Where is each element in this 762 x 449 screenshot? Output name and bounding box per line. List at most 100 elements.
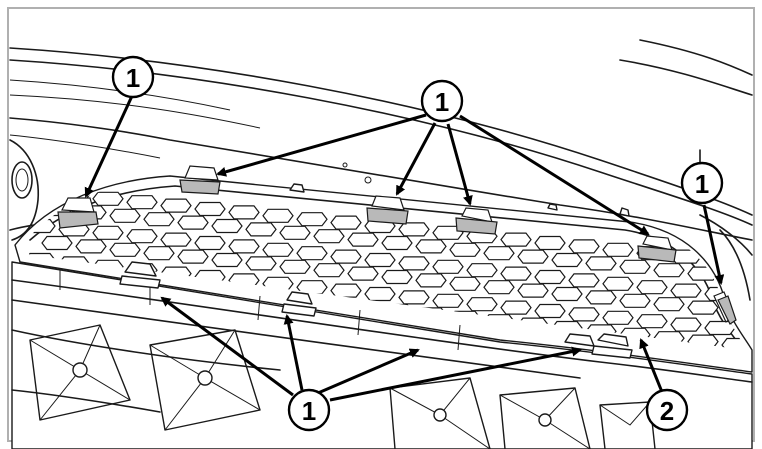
- mesh-cell: [738, 290, 745, 305]
- callout-label: 1: [695, 169, 709, 199]
- callout-1-lower: 1: [287, 388, 331, 432]
- mesh-cell: [483, 246, 515, 261]
- mesh-cell: [194, 235, 226, 251]
- mesh-cell: [143, 212, 175, 227]
- clip-bottom-1: [124, 261, 157, 277]
- mesh-cell: [75, 239, 107, 254]
- tab-small-2: [547, 203, 558, 211]
- mesh-cell: [381, 235, 413, 251]
- leader-lines: [84, 95, 725, 402]
- leader-c4-c: [317, 348, 420, 395]
- mesh-cell: [41, 235, 73, 251]
- tab-small-1: [289, 183, 305, 193]
- mesh-cell: [602, 276, 634, 291]
- mesh-cell: [602, 310, 634, 325]
- clip-top-3: [366, 195, 409, 225]
- mesh-cell: [330, 249, 362, 264]
- clip-top-1: [57, 197, 99, 229]
- clip-bottom-1b: [119, 275, 161, 289]
- clip-bottom-3: [564, 333, 595, 347]
- mesh-cell: [143, 246, 175, 261]
- mesh-cell: [636, 280, 668, 295]
- mesh-cell: [330, 283, 362, 298]
- mesh-cell: [432, 259, 464, 274]
- mesh-cell: [568, 239, 600, 254]
- mesh-cell: [211, 218, 243, 234]
- mesh-cell: [449, 276, 481, 291]
- mesh-cell: [466, 297, 498, 312]
- mesh-cell: [551, 286, 583, 302]
- clip-right-side: [713, 291, 737, 325]
- mesh-cell: [756, 308, 762, 321]
- mesh-cell: [211, 252, 243, 268]
- mesh-cell: [262, 208, 294, 223]
- mesh-cell: [500, 266, 532, 281]
- mesh-cell: [313, 263, 345, 278]
- mesh-cell: [313, 229, 345, 244]
- mesh-cell: [756, 376, 762, 389]
- clip-top-4: [455, 207, 498, 235]
- mesh-cell: [126, 229, 158, 244]
- callout-2-grille: 2: [645, 388, 689, 432]
- callout-1-upper-left: 1: [111, 55, 155, 99]
- mesh-cell: [245, 256, 277, 271]
- mesh-cell: [177, 249, 209, 264]
- mesh-cell: [347, 266, 379, 281]
- mesh-cell: [756, 444, 762, 449]
- mesh-cell: [126, 195, 158, 210]
- leader-c2-a: [216, 113, 427, 177]
- clip-bottom-4: [597, 333, 629, 347]
- leader-c2-b: [395, 122, 437, 196]
- mesh-cell: [177, 215, 209, 230]
- mesh-cell: [721, 269, 745, 285]
- mesh-cell: [585, 256, 617, 271]
- leader-c1: [84, 95, 134, 198]
- lower-fascia: [11, 261, 753, 449]
- mesh-cell: [517, 283, 549, 298]
- leader-c4-d: [329, 346, 582, 402]
- callout-label: 1: [126, 63, 140, 93]
- mesh-cell: [756, 274, 762, 287]
- clip-top-5: [637, 235, 677, 263]
- mesh-cell: [279, 259, 311, 274]
- mesh-cell: [245, 222, 277, 237]
- mesh-cell: [670, 283, 702, 298]
- mesh-cell: [585, 290, 617, 305]
- mesh-cell: [568, 307, 600, 322]
- mesh-cell: [449, 242, 481, 257]
- mesh-cell: [228, 239, 260, 254]
- mesh-cell: [466, 263, 498, 278]
- mesh-cell: [534, 303, 566, 319]
- mesh-cell: [756, 342, 762, 355]
- leader-c4-b: [283, 314, 304, 391]
- mesh-cell: [653, 297, 685, 312]
- hole-1: [364, 176, 372, 184]
- mesh-cell: [398, 256, 430, 271]
- mesh-cell: [500, 300, 532, 315]
- mesh-cell: [619, 259, 651, 274]
- callout-1-upper-center: 1: [420, 79, 464, 123]
- leader-c2-d: [459, 114, 650, 236]
- mesh-cell: [415, 273, 447, 288]
- leader-c3: [702, 204, 725, 285]
- mesh-cell: [704, 252, 736, 268]
- mesh-cell: [619, 293, 651, 308]
- mesh-cell: [687, 300, 719, 315]
- leader-c2-c: [446, 123, 473, 206]
- hole-2: [342, 162, 348, 168]
- callout-1-right: 1: [680, 161, 724, 205]
- upper-retaining-clips: [57, 162, 737, 325]
- mesh-cell: [296, 246, 328, 261]
- tab-small-3: [619, 207, 630, 217]
- mesh-cell: [296, 212, 328, 227]
- mesh-cell: [602, 242, 634, 257]
- mesh-cell: [262, 242, 294, 257]
- mesh-cell: [109, 208, 141, 223]
- mesh-cell: [228, 205, 260, 220]
- mesh-cell: [568, 273, 600, 288]
- clip-top-2: [179, 165, 221, 195]
- mesh-cell: [534, 269, 566, 285]
- lower-retaining-clips: [119, 261, 633, 359]
- clip-bottom-2b: [281, 303, 317, 317]
